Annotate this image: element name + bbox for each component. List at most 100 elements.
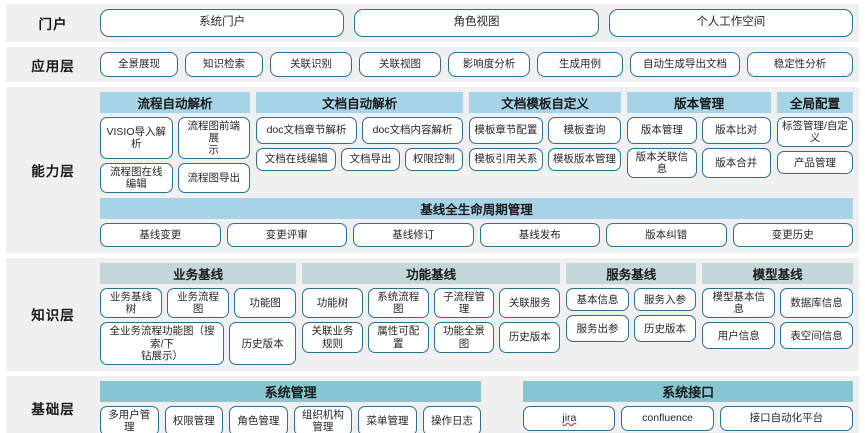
portal-item-0[interactable]: 系统门户 <box>100 9 345 37</box>
cap-item[interactable]: 文档导出 <box>341 148 400 171</box>
f-item[interactable]: 接口自动化平台 <box>719 405 853 431</box>
capability-groups: 流程自动解析 VISIO导入解析 流程图前端展 示 流程图在线编辑 流程图导出 … <box>100 92 853 194</box>
group-row-0: 业务基线树 业务流程图 功能图 <box>100 288 297 319</box>
f-item[interactable]: 组织机构管理 <box>293 405 353 433</box>
k-item[interactable]: 基本信息 <box>566 288 629 312</box>
group-header: 版本管理 <box>627 92 771 113</box>
app-item-4[interactable]: 影响度分析 <box>448 52 530 77</box>
k-item[interactable]: 服务入参 <box>633 288 697 312</box>
cap-item[interactable]: 版本管理 <box>627 117 697 144</box>
lifecycle-item[interactable]: 变更评审 <box>226 223 347 248</box>
cap-item[interactable]: 模板引用关系 <box>469 148 543 171</box>
k-item[interactable]: 功能全景图 <box>433 322 495 353</box>
group-row-1: 全业务流程功能图（搜索/下 钻展示） 历史版本 <box>100 322 297 365</box>
f-item[interactable]: 菜单管理 <box>358 405 417 433</box>
group-row-1: 文档在线编辑 文档导出 权限控制 <box>256 148 464 171</box>
k-item[interactable]: 关联服务 <box>499 288 561 319</box>
knowledge-groups: 业务基线 业务基线树 业务流程图 功能图 全业务流程功能图（搜索/下 钻展示） … <box>100 263 853 365</box>
cap-item[interactable]: doc文档章节解析 <box>256 117 358 144</box>
f-item-jira[interactable]: jira <box>523 405 616 431</box>
group-row-0: 标签管理/自定 义 <box>776 117 853 148</box>
cap-item[interactable]: 模板章节配置 <box>469 117 543 144</box>
group-header: 服务基线 <box>566 263 697 285</box>
portal-item-2[interactable]: 个人工作空间 <box>608 9 853 37</box>
k-item[interactable]: 系统流程图 <box>367 288 429 319</box>
group-items-row: jira confluence 接口自动化平台 <box>523 405 853 431</box>
lifecycle-header: 基线全生命周期管理 <box>100 198 853 220</box>
f-item[interactable]: 操作日志 <box>422 405 482 433</box>
group-row-0: 功能树 系统流程图 子流程管理 关联服务 <box>302 288 561 319</box>
cap-item[interactable]: 流程图在线编辑 <box>100 163 173 194</box>
k-item[interactable]: 服务出参 <box>566 315 629 343</box>
foundation-group-system-interface: 系统接口 jira confluence 接口自动化平台 <box>523 380 853 431</box>
group-header: 系统管理 <box>100 380 482 402</box>
group-row-0: 模板章节配置 模板查询 <box>469 117 622 144</box>
group-row-1: 模板引用关系 模板版本管理 <box>469 148 622 171</box>
cap-item[interactable]: 模板版本管理 <box>547 148 622 171</box>
portal-item-1[interactable]: 角色视图 <box>354 9 599 37</box>
k-item[interactable]: 模型基本信息 <box>702 288 776 319</box>
lifecycle-items-row: 基线变更 变更评审 基线修订 基线发布 版本纠错 变更历史 <box>100 223 853 248</box>
k-item[interactable]: 关联业务规则 <box>302 322 363 353</box>
knowledge-group-model: 模型基线 模型基本信息 数据库信息 用户信息 表空间信息 <box>702 263 853 350</box>
k-item[interactable]: 历史版本 <box>633 315 697 343</box>
k-item[interactable]: 历史版本 <box>499 322 561 353</box>
k-item[interactable]: 子流程管理 <box>433 288 495 319</box>
group-row-0: 基本信息 服务入参 <box>566 288 697 312</box>
cap-item[interactable]: 模板查询 <box>547 117 622 144</box>
app-item-2[interactable]: 关联识别 <box>270 52 352 77</box>
knowledge-group-business: 业务基线 业务基线树 业务流程图 功能图 全业务流程功能图（搜索/下 钻展示） … <box>100 263 297 365</box>
lifecycle-item[interactable]: 基线修订 <box>353 223 474 248</box>
group-row-1: 版本关联信息 版本合并 <box>627 148 771 179</box>
group-header: 业务基线 <box>100 263 297 285</box>
lifecycle-item[interactable]: 基线变更 <box>100 223 221 248</box>
cap-item[interactable]: 版本关联信息 <box>627 148 697 179</box>
k-item[interactable]: 功能树 <box>302 288 363 319</box>
group-header: 模型基线 <box>702 263 853 285</box>
f-item[interactable]: 权限管理 <box>164 405 224 433</box>
group-row-0: VISIO导入解析 流程图前端展 示 <box>100 117 251 160</box>
app-item-6[interactable]: 自动生成导出文档 <box>630 52 740 77</box>
k-item[interactable]: 属性可配置 <box>367 322 429 353</box>
lifecycle-item[interactable]: 版本纠错 <box>606 223 727 248</box>
jira-label: jira <box>562 412 577 425</box>
capability-lifecycle: 基线全生命周期管理 基线变更 变更评审 基线修订 基线发布 版本纠错 变更历史 <box>100 198 853 248</box>
cap-item[interactable]: 版本合并 <box>701 148 771 179</box>
group-row-0: doc文档章节解析 doc文档内容解析 <box>256 117 464 144</box>
app-item-1[interactable]: 知识检索 <box>185 52 263 77</box>
cap-item[interactable]: 流程图前端展 示 <box>177 117 251 160</box>
cap-item[interactable]: doc文档内容解析 <box>362 117 464 144</box>
app-item-5[interactable]: 生成用例 <box>537 52 623 77</box>
k-item[interactable]: 数据库信息 <box>780 288 853 319</box>
f-item-confluence[interactable]: confluence <box>621 405 714 431</box>
cap-item[interactable]: 流程图导出 <box>177 163 251 194</box>
lifecycle-item[interactable]: 基线发布 <box>479 223 600 248</box>
group-header: 文档模板自定义 <box>469 92 622 113</box>
k-item[interactable]: 业务基线树 <box>100 288 163 319</box>
k-item[interactable]: 功能图 <box>234 288 297 319</box>
cap-item[interactable]: 权限控制 <box>404 148 464 171</box>
cap-item[interactable]: VISIO导入解析 <box>100 117 173 160</box>
k-item[interactable]: 全业务流程功能图（搜索/下 钻展示） <box>100 322 225 365</box>
cap-item[interactable]: 标签管理/自定 义 <box>776 117 853 148</box>
app-item-7[interactable]: 稳定性分析 <box>747 52 853 77</box>
k-item[interactable]: 表空间信息 <box>780 322 853 350</box>
capability-group-doc-template: 文档模板自定义 模板章节配置 模板查询 模板引用关系 模板版本管理 <box>469 92 622 171</box>
capability-group-global-config: 全局配置 标签管理/自定 义 产品管理 <box>776 92 853 175</box>
k-item[interactable]: 业务流程图 <box>167 288 230 319</box>
f-item[interactable]: 角色管理 <box>229 405 288 433</box>
k-item[interactable]: 历史版本 <box>229 322 297 365</box>
cap-item[interactable]: 版本比对 <box>701 117 771 144</box>
cap-item[interactable]: 文档在线编辑 <box>256 148 337 171</box>
app-item-3[interactable]: 关联视图 <box>359 52 441 77</box>
layer-capability: 能力层 流程自动解析 VISIO导入解析 流程图前端展 示 流程图在线编辑 流程… <box>6 87 859 254</box>
f-item[interactable]: 多用户管理 <box>100 405 159 433</box>
app-item-0[interactable]: 全景展现 <box>100 52 178 77</box>
lifecycle-item[interactable]: 变更历史 <box>732 223 853 248</box>
cap-item[interactable]: 产品管理 <box>776 151 853 175</box>
knowledge-group-service: 服务基线 基本信息 服务入参 服务出参 历史版本 <box>566 263 697 343</box>
group-row-0: 模型基本信息 数据库信息 <box>702 288 853 319</box>
k-item[interactable]: 用户信息 <box>702 322 776 350</box>
layer-portal: 门户 系统门户 角色视图 个人工作空间 <box>6 4 859 42</box>
